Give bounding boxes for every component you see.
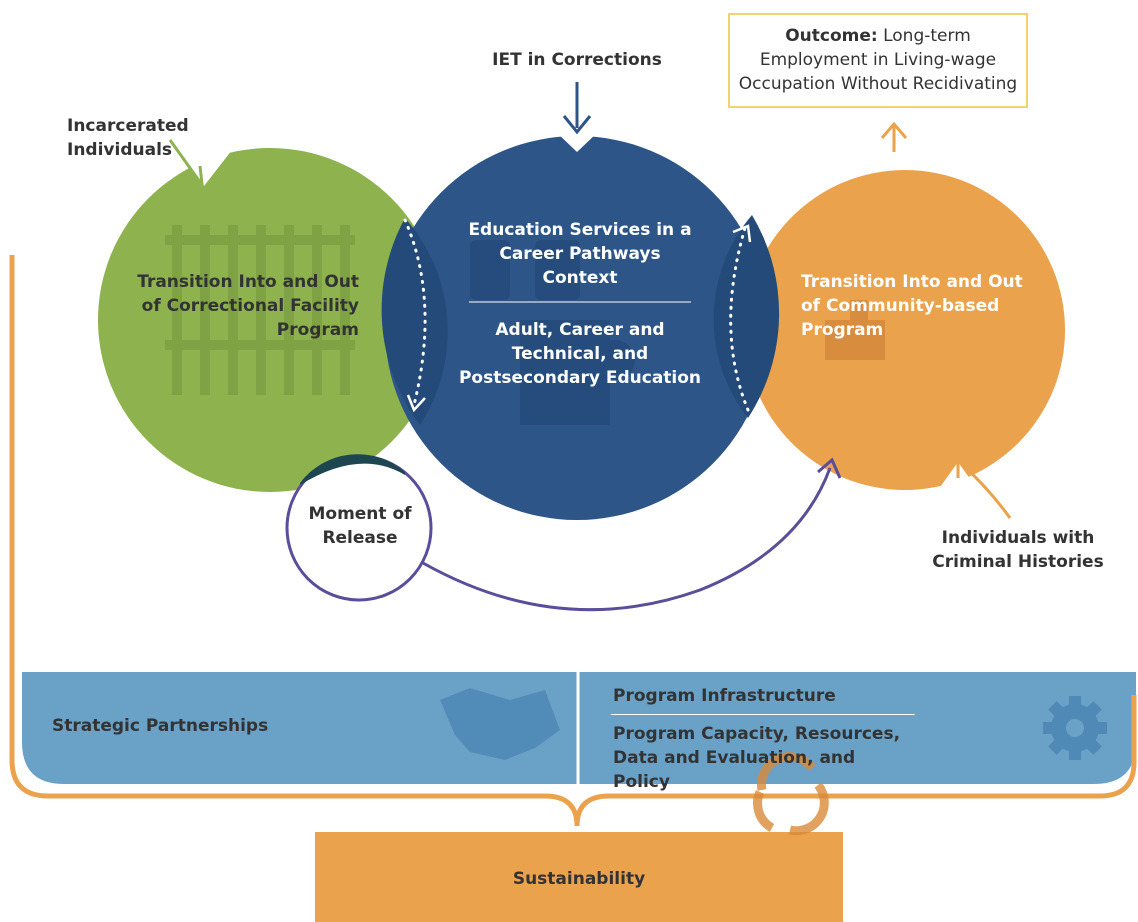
sustainability-bracket bbox=[9, 255, 1137, 827]
recycle-icon bbox=[753, 752, 829, 836]
incarcerated-label: Incarcerated Individuals bbox=[67, 116, 189, 160]
right-circle bbox=[745, 170, 1065, 490]
center-circle bbox=[381, 132, 780, 520]
left-circle-label: Transition Into and Out of Correctional … bbox=[137, 272, 359, 340]
infrastructure-band bbox=[22, 672, 1136, 784]
center-subtitle: Adult, Career and Technical, and Postsec… bbox=[458, 320, 702, 388]
incarcerated-arrow bbox=[168, 139, 204, 187]
right-dotted-arrow bbox=[729, 226, 750, 412]
program-components-label: Program Capacity, Resources, Data and Ev… bbox=[613, 724, 901, 792]
buildings-icon bbox=[825, 300, 885, 360]
outcome-box: Outcome: Long-term Employment in Living-… bbox=[728, 13, 1028, 108]
iet-arrow bbox=[562, 82, 592, 135]
handshake-icon bbox=[440, 688, 560, 760]
center-title: Education Services in a Career Pathways … bbox=[468, 220, 692, 288]
gear-icon bbox=[1043, 696, 1107, 760]
program-infrastructure-label: Program Infrastructure bbox=[613, 686, 836, 706]
strategic-partnerships-label: Strategic Partnerships bbox=[52, 716, 269, 736]
outcome-heading: Outcome: bbox=[785, 26, 878, 46]
graduation-icon bbox=[470, 240, 635, 425]
left-circle bbox=[98, 148, 442, 492]
iet-label: IET in Corrections bbox=[492, 50, 662, 70]
outcome-text: Long-term Employment in Living-wage Occu… bbox=[738, 26, 1018, 94]
release-circle bbox=[285, 454, 433, 602]
infrastructure-divider bbox=[611, 714, 915, 715]
sustainability-box bbox=[315, 752, 843, 922]
sustainability-label: Sustainability bbox=[512, 869, 646, 889]
right-circle-label: Transition Into and Out of Community-bas… bbox=[801, 272, 1023, 340]
release-arrow bbox=[422, 467, 832, 612]
criminal-histories-arrow bbox=[956, 458, 1012, 519]
outcome-arrow bbox=[880, 121, 908, 152]
jail-bars-icon bbox=[165, 225, 355, 395]
release-label: Moment of Release bbox=[308, 504, 412, 548]
criminal-histories-label: Individuals with Criminal Histories bbox=[932, 528, 1104, 572]
left-dotted-arrow bbox=[403, 218, 427, 407]
